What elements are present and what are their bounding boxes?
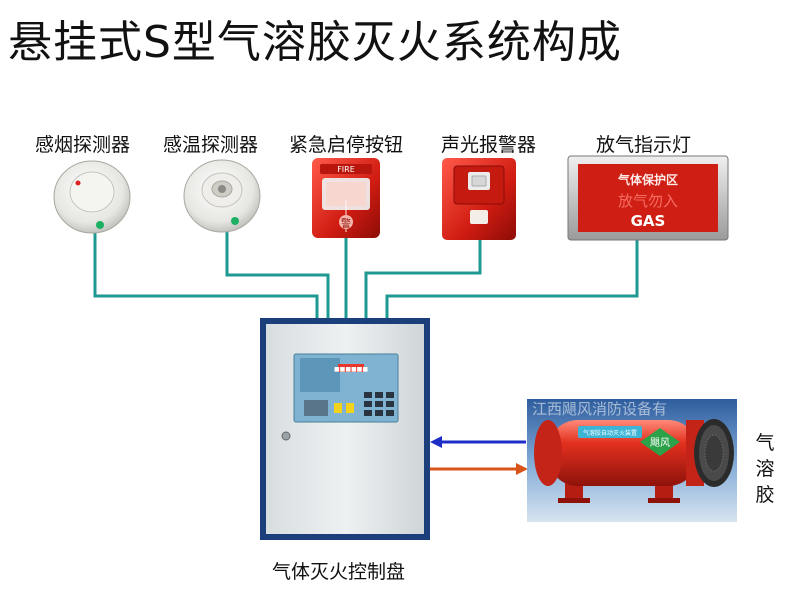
heat-detector-icon [183, 159, 261, 233]
emergency-button-label: 紧急启停按钮 [289, 134, 404, 156]
indicator-gas-text: GAS [631, 212, 666, 230]
aerosol-vertical-label: 气 溶 胶 [754, 430, 776, 508]
wiring [93, 230, 639, 318]
wire-sound-light-alarm [364, 240, 482, 318]
indicator-middle-text: 放气勿入 [618, 192, 678, 210]
alarm-fire-text: FIRE [337, 165, 355, 174]
indicator-top-text: 气体保护区 [617, 172, 678, 187]
emergency-start-stop-button-icon: FIRE 警 [312, 158, 380, 238]
smoke-detector-label: 感烟探测器 [35, 134, 131, 156]
aerosol-char-2: 溶 [755, 458, 775, 480]
sound-light-alarm-icon [442, 158, 516, 240]
page-title: 悬挂式S型气溶胶灭火系统构成 [8, 17, 622, 68]
control-panel-label: 气体灭火控制盘 [272, 561, 406, 583]
heat-detector-label: 感温探测器 [163, 134, 259, 156]
smoke-detector-icon [53, 160, 131, 234]
tank-brand-text: 飓风 [650, 437, 670, 449]
panel-display-text: ■■■■■■ [334, 366, 368, 373]
wire-smoke-detector [93, 230, 319, 318]
release-indicator-label: 放气指示灯 [596, 134, 692, 156]
tank-label-text: 气溶胶自动灭火装置 [583, 429, 637, 437]
aerosol-extinguisher-tank: 江西飓风消防设备有 气溶胶自动灭火装置 飓风 [527, 399, 737, 522]
aerosol-char-1: 气 [755, 432, 775, 454]
alarm-small-text: 警 [341, 217, 351, 230]
gas-release-indicator-icon: 气体保护区 放气勿入 GAS [567, 155, 729, 241]
wire-release-indicator [385, 240, 639, 318]
control-panel-cabinet: ■■■■■■ [260, 318, 430, 540]
aerosol-char-3: 胶 [755, 484, 775, 506]
sound-light-alarm-label: 声光报警器 [441, 134, 537, 156]
signal-arrows [430, 436, 528, 475]
wire-heat-detector [225, 230, 330, 318]
panel-keypad [364, 392, 394, 416]
photo-watermark: 江西飓风消防设备有 [532, 400, 667, 418]
